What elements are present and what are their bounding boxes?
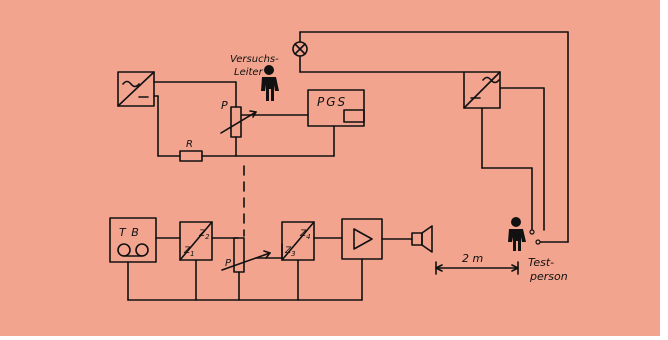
label-r: R — [186, 139, 193, 150]
label-z2: Z2 — [198, 229, 210, 241]
label-versuchsleiter-1: Versuchs- — [230, 54, 279, 65]
label-testperson-1: Test- — [528, 256, 554, 269]
label-distance: 2 m — [462, 252, 483, 265]
terminal — [529, 229, 535, 235]
person-icon — [261, 65, 279, 101]
label-pgs: PGS — [317, 95, 347, 109]
label-tb: T B — [119, 226, 140, 239]
person-icon — [508, 217, 526, 251]
pgs-box — [307, 89, 365, 127]
loudspeaker-icon — [411, 225, 433, 253]
diagram-background — [0, 0, 660, 336]
tape-recorder-icon — [109, 217, 157, 263]
page-margin — [660, 0, 668, 340]
distance-dimension — [435, 261, 519, 275]
label-z1: Z1 — [183, 246, 195, 258]
label-p-bottom: P — [225, 258, 232, 269]
ac-dc-converter-icon — [117, 71, 155, 107]
label-versuchsleiter-2: Leiter — [234, 67, 264, 78]
label-p-top: P — [221, 99, 228, 112]
label-z4: Z4 — [299, 229, 311, 241]
dc-ac-converter-icon — [463, 71, 501, 109]
label-z3: Z3 — [284, 246, 296, 258]
terminal — [535, 239, 541, 245]
potentiometer-icon — [221, 237, 271, 273]
label-testperson-2: person — [529, 270, 568, 283]
